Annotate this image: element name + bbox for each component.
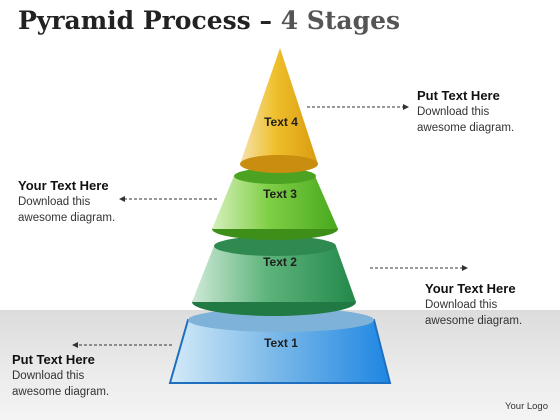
callout-stage-4-body: Download this awesome diagram. [417,106,515,134]
stage-1: Text 1 [168,308,392,384]
stage-3: Text 3 [212,168,338,240]
callout-stage-4-heading: Put Text Here [417,88,500,103]
callout-stage-3: Your Text Here Download this awesome dia… [18,177,168,226]
page-title: Pyramid Process – 4 Stages [18,6,400,35]
title-main: Pyramid Process [18,6,251,35]
callout-stage-3-heading: Your Text Here [18,178,109,193]
logo-placeholder: Your Logo [505,401,548,412]
callout-stage-1: Put Text Here Download this awesome diag… [12,351,162,400]
stage-3-label: Text 3 [263,187,297,201]
callout-stage-1-heading: Put Text Here [12,352,95,367]
callout-stage-3-body: Download this awesome diagram. [18,196,116,224]
callout-stage-2: Your Text Here Download this awesome dia… [425,280,560,329]
callout-stage-4: Put Text Here Download this awesome diag… [417,87,560,136]
title-accent: 4 Stages [280,6,401,35]
callout-stage-2-heading: Your Text Here [425,281,516,296]
stage-4: Text 4 [240,48,318,173]
callout-stage-1-body: Download this awesome diagram. [12,370,110,398]
callout-stage-2-body: Download this awesome diagram. [425,299,523,327]
title-dash: – [250,6,281,35]
stage-4-label: Text 4 [264,115,298,129]
stage-2-label: Text 2 [263,255,297,269]
stage-2: Text 2 [192,236,356,316]
stage-1-label: Text 1 [264,336,298,350]
